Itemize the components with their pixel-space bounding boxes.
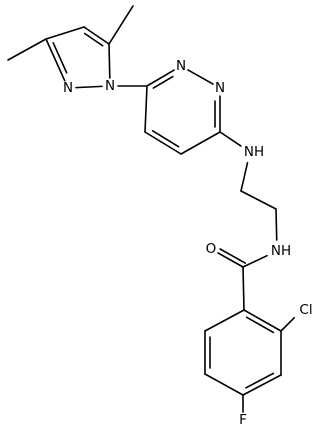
atom-label-pd_n1: N bbox=[215, 80, 225, 96]
svg-text:NH: NH bbox=[244, 144, 264, 160]
atom-label-o: O bbox=[206, 241, 217, 257]
atom-label-nh2: NH bbox=[271, 243, 291, 259]
bond-a_ch2a-a_ch2b bbox=[240, 190, 277, 210]
bond-a_pz_c4-a_pz_c3 bbox=[45, 26, 85, 40]
bond-a_pd_c6-a_nh1 bbox=[219, 131, 242, 147]
bond-a_ch2b-a_nh2 bbox=[275, 208, 278, 241]
bond-a_nh1-a_ch2a bbox=[240, 161, 249, 192]
atom-label-f: F bbox=[239, 412, 247, 428]
bond-a_bz1-a_bz2 bbox=[243, 309, 282, 332]
bond-inner-a_pz_c5-a_pz_c4 bbox=[83, 32, 104, 47]
bond-a_pd_c6-a_pd_c5 bbox=[180, 131, 221, 155]
bond-a_me1-a_pz_c5 bbox=[108, 5, 134, 45]
bond-a_bz6-a_bz1 bbox=[204, 309, 245, 332]
bond-inner-a_pd_c3-a_pd_n2 bbox=[152, 75, 174, 89]
bond-a_nh2-a_co bbox=[242, 254, 268, 268]
svg-text:N: N bbox=[215, 80, 225, 96]
bond-inner-a_bz3-a_bz4 bbox=[245, 372, 275, 389]
bond-inner-a_bz1-a_bz2 bbox=[245, 316, 275, 334]
atom-label-cl: Cl bbox=[299, 302, 312, 318]
svg-text:F: F bbox=[239, 412, 247, 428]
bond-a_co-a_o bbox=[217, 252, 244, 268]
bond-a_pz_n1-a_pz_c5 bbox=[108, 43, 111, 79]
bond-a_pd_c3-a_pd_n2 bbox=[146, 69, 175, 87]
bond-second-a_co-a_o bbox=[219, 248, 247, 264]
svg-text:O: O bbox=[206, 241, 217, 257]
bond-a_pz_c3-a_pz_n2 bbox=[45, 38, 66, 82]
svg-text:N: N bbox=[176, 58, 186, 74]
bond-a_pz_c5-a_pz_c4 bbox=[83, 26, 110, 45]
bond-a_bz4-a_bz5 bbox=[204, 373, 244, 396]
atom-label-nh1: NH bbox=[244, 144, 264, 160]
svg-text:N: N bbox=[105, 78, 115, 94]
bond-inner-a_pz_c3-a_pz_n2 bbox=[52, 41, 68, 74]
bond-a_pz_n2-a_pz_n1 bbox=[75, 85, 103, 89]
svg-text:N: N bbox=[63, 80, 73, 96]
bond-a_bz3-a_bz4 bbox=[242, 374, 282, 396]
bond-a_pd_c4-a_pd_c3 bbox=[144, 85, 148, 133]
bond-a_pd_c5-a_pd_c4 bbox=[144, 131, 182, 155]
bond-a_co-a_bz1 bbox=[242, 266, 245, 311]
svg-text:NH: NH bbox=[271, 243, 291, 259]
atom-label-pz_n2: N bbox=[63, 80, 73, 96]
atom-label-pz_n1: N bbox=[105, 78, 115, 94]
bond-a_pz_c3-a_me2 bbox=[7, 38, 47, 61]
bond-a_pd_n2-a_pd_n1 bbox=[187, 69, 214, 85]
bond-a_bz2-a_cl bbox=[280, 316, 296, 332]
atom-label-pd_n2: N bbox=[176, 58, 186, 74]
bond-inner-a_pd_c5-a_pd_c4 bbox=[151, 130, 180, 148]
svg-text:Cl: Cl bbox=[299, 302, 312, 318]
